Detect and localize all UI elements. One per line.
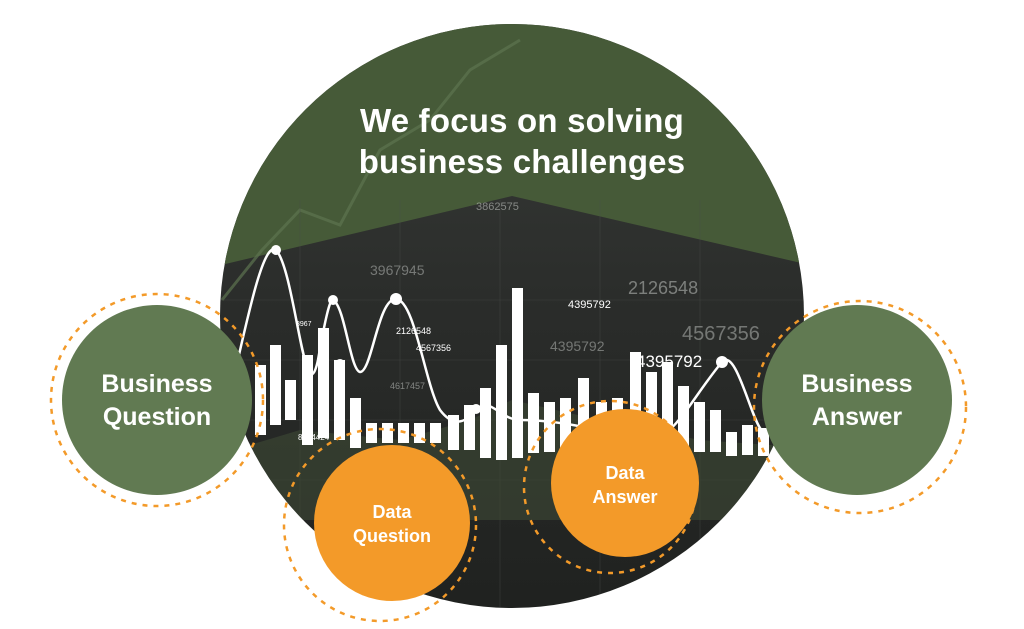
bg-bar	[694, 402, 705, 452]
bg-bar	[496, 345, 507, 460]
bg-bar	[560, 398, 571, 453]
bg-number: 3967	[296, 321, 312, 328]
bg-bar	[742, 425, 753, 455]
bg-number: 4395792	[550, 338, 605, 354]
data-question-node	[314, 445, 470, 601]
bg-bar	[302, 355, 313, 445]
bg-bar	[678, 386, 689, 452]
bg-bar	[464, 405, 475, 450]
headline-line-2: business challenges	[358, 143, 686, 180]
bg-number: 3967945	[370, 262, 425, 278]
bg-number: 2126548	[628, 278, 698, 298]
data-answer-label: Data Answer	[560, 461, 690, 509]
bg-number: 4567356	[416, 343, 451, 353]
business-question-node	[62, 305, 252, 495]
bg-bar	[662, 362, 673, 452]
business-answer-line1: Business	[801, 370, 913, 398]
business-question-line1: Business	[101, 370, 213, 398]
bg-number: 3862575	[476, 201, 519, 213]
data-question-line1: Data	[372, 502, 412, 522]
business-answer-line2: Answer	[811, 403, 903, 431]
bg-bar	[270, 345, 281, 425]
bg-number: 8674424	[298, 433, 330, 442]
data-answer-line1: Data	[605, 463, 645, 483]
bar-chart-background	[255, 288, 769, 460]
business-answer-label: Business Answer	[772, 368, 942, 434]
bg-bar	[630, 352, 641, 452]
bg-bar	[544, 402, 555, 452]
bg-bar	[334, 360, 345, 440]
business-answer-node	[762, 305, 952, 495]
bg-bar	[726, 432, 737, 456]
bg-bar	[646, 372, 657, 452]
line-dots	[271, 245, 728, 414]
bg-bar	[255, 365, 266, 435]
data-answer-line2: Answer	[592, 487, 658, 507]
bg-number: 4617457	[390, 381, 425, 391]
bg-number: 4567356	[682, 323, 760, 345]
bg-number: 4395792	[568, 299, 611, 311]
bg-bar	[480, 388, 491, 458]
bg-bar	[758, 428, 769, 456]
business-question-label: Business Question	[72, 368, 242, 434]
data-question-label: Data Question	[327, 500, 457, 548]
bg-bar	[528, 393, 539, 453]
bg-bar	[318, 328, 329, 438]
headline-line-1: We focus on solving	[359, 102, 685, 139]
bg-number: 2126548	[396, 326, 431, 336]
bg-number: 4395792	[636, 352, 702, 371]
bg-bar	[414, 423, 425, 443]
business-question-line2: Question	[102, 403, 212, 431]
bg-bar	[382, 423, 393, 443]
data-answer-node	[551, 409, 699, 557]
bg-bar	[366, 423, 377, 443]
data-question-line2: Question	[352, 526, 431, 546]
bg-bar	[448, 415, 459, 450]
main-circle: 3862575 3967945 2126548 4395792 4567356 …	[220, 24, 804, 608]
bg-bar	[710, 410, 721, 452]
bg-bar	[350, 398, 361, 448]
bg-bar	[285, 380, 296, 420]
bg-bar	[430, 423, 441, 443]
bg-bar	[512, 288, 523, 458]
bg-bar	[578, 378, 589, 453]
